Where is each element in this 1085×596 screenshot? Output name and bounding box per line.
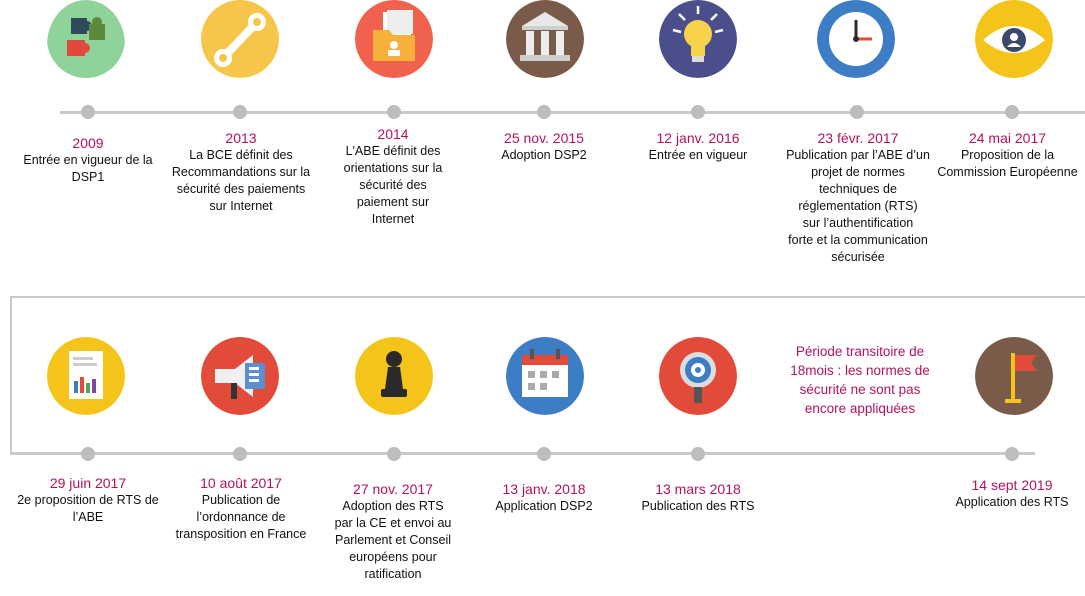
event-desc-line: Publication de bbox=[201, 493, 281, 507]
timeline-event: 14 sept 2019 Application des RTS bbox=[932, 476, 1085, 511]
event-desc-line: paiement sur bbox=[356, 195, 430, 209]
timeline-event: 13 janv. 2018 Application DSP2 bbox=[464, 480, 624, 515]
event-desc-line: l’ordonnance de bbox=[196, 510, 286, 524]
timeline-dot bbox=[691, 447, 705, 461]
event-date: 13 janv. 2018 bbox=[502, 481, 586, 497]
event-date: 2009 bbox=[72, 135, 104, 151]
timeline-event: 25 nov. 2015 Adoption DSP2 bbox=[464, 129, 624, 164]
building-icon bbox=[506, 0, 584, 78]
event-date: 24 mai 2017 bbox=[968, 130, 1047, 146]
event-date: 23 févr. 2017 bbox=[817, 130, 899, 146]
event-desc-line: Publication par l’ABE d’un bbox=[786, 148, 930, 162]
timeline-event: 13 mars 2018 Publication des RTS bbox=[618, 480, 778, 515]
timeline-track-row2 bbox=[10, 452, 1035, 455]
timeline-dot bbox=[537, 105, 551, 119]
event-desc-line: Internet bbox=[371, 212, 415, 226]
timeline-dot bbox=[387, 447, 401, 461]
timeline-event: 2013 La BCE définit des Recommandations … bbox=[161, 129, 321, 215]
event-desc-line: DSP1 bbox=[71, 170, 105, 184]
event-desc-line: Entrée en vigueur de la bbox=[23, 153, 153, 167]
event-date: 12 janv. 2016 bbox=[656, 130, 740, 146]
timeline-connector bbox=[10, 296, 12, 454]
event-desc-line: sécurisée bbox=[831, 250, 885, 264]
event-date: 14 sept 2019 bbox=[971, 477, 1053, 493]
event-desc-line: sur l’authentification bbox=[802, 216, 914, 230]
event-desc-line: sur Internet bbox=[209, 199, 273, 213]
event-date: 2013 bbox=[225, 130, 257, 146]
event-date: 29 juin 2017 bbox=[49, 475, 127, 491]
timeline-event: 12 janv. 2016 Entrée en vigueur bbox=[618, 129, 778, 164]
folder-icon bbox=[355, 0, 433, 78]
event-desc-line: par la CE et envoi au bbox=[334, 516, 452, 530]
event-desc-line: Adoption des RTS bbox=[342, 499, 444, 513]
calendar-icon bbox=[506, 337, 584, 415]
event-date: 10 août 2017 bbox=[200, 475, 282, 491]
flag-icon bbox=[975, 337, 1053, 415]
timeline-dot bbox=[1005, 447, 1019, 461]
report-icon bbox=[47, 337, 125, 415]
timeline-event: 27 nov. 2017 Adoption des RTS par la CE … bbox=[313, 480, 473, 583]
timeline-dot bbox=[233, 105, 247, 119]
event-desc-line: La BCE définit des bbox=[189, 148, 293, 162]
event-date: 13 mars 2018 bbox=[655, 481, 741, 497]
chess-pawn-icon bbox=[355, 337, 433, 415]
event-desc-line: sécurité des bbox=[359, 178, 427, 192]
event-desc-line: Entrée en vigueur bbox=[648, 148, 748, 162]
magnifier-gear-icon bbox=[659, 337, 737, 415]
event-desc-line: orientations sur la bbox=[343, 161, 443, 175]
event-desc-line: Proposition de la bbox=[960, 148, 1055, 162]
timeline-event: 10 août 2017 Publication de l’ordonnance… bbox=[161, 474, 321, 543]
event-date: 27 nov. 2017 bbox=[353, 481, 433, 497]
event-desc-line: réglementation (RTS) bbox=[798, 199, 918, 213]
event-desc-line: Parlement et Conseil bbox=[334, 533, 452, 547]
clock-icon bbox=[817, 0, 895, 78]
timeline-dot bbox=[691, 105, 705, 119]
timeline-event: 24 mai 2017 Proposition de la Commission… bbox=[930, 129, 1085, 181]
note-line: Période transitoire de bbox=[795, 344, 925, 359]
event-desc-line: ratification bbox=[364, 567, 422, 581]
timeline-event: 29 juin 2017 2e proposition de RTS de l’… bbox=[8, 474, 168, 526]
timeline-dot bbox=[537, 447, 551, 461]
event-desc-line: forte et la communication bbox=[788, 233, 928, 247]
event-desc-line: Adoption DSP2 bbox=[501, 148, 587, 162]
timeline-event: 2009 Entrée en vigueur de la DSP1 bbox=[8, 134, 168, 186]
event-desc-line: Application DSP2 bbox=[495, 499, 593, 513]
timeline-dot bbox=[1005, 105, 1019, 119]
event-desc-line: 2e proposition de RTS de bbox=[17, 493, 159, 507]
event-desc-line: Publication des RTS bbox=[641, 499, 755, 513]
event-desc-line: Application des RTS bbox=[955, 495, 1069, 509]
event-date: 2014 bbox=[377, 126, 409, 142]
event-desc-line: techniques de bbox=[819, 182, 897, 196]
timeline-connector bbox=[10, 296, 1085, 298]
timeline-track-row1 bbox=[60, 111, 1085, 114]
event-desc-line: L'ABE définit des bbox=[345, 144, 441, 158]
wrench-icon bbox=[201, 0, 279, 78]
event-desc-line: transposition en France bbox=[175, 527, 307, 541]
event-desc-line: l’ABE bbox=[72, 510, 104, 524]
transition-period-note: Période transitoire de 18mois : les norm… bbox=[780, 342, 940, 418]
timeline-event: 23 févr. 2017 Publication par l’ABE d’un… bbox=[778, 129, 938, 266]
note-line: sécurité ne sont pas bbox=[799, 382, 921, 397]
megaphone-icon bbox=[201, 337, 279, 415]
note-line: encore appliquées bbox=[804, 401, 916, 416]
timeline-dot bbox=[81, 447, 95, 461]
event-desc-line: Recommandations sur la bbox=[171, 165, 311, 179]
event-date: 25 nov. 2015 bbox=[504, 130, 584, 146]
puzzle-icon bbox=[47, 0, 125, 90]
timeline-dot bbox=[81, 105, 95, 119]
event-desc-line: européens pour bbox=[349, 550, 437, 564]
event-desc-line: Commission Européenne bbox=[937, 165, 1078, 179]
event-desc-line: projet de normes bbox=[811, 165, 905, 179]
timeline-dot bbox=[850, 105, 864, 119]
event-desc-line: sécurité des paiements bbox=[176, 182, 306, 196]
timeline-dot bbox=[233, 447, 247, 461]
lightbulb-icon bbox=[659, 0, 737, 78]
eye-icon bbox=[975, 0, 1053, 78]
note-line: 18mois : les normes de bbox=[790, 363, 930, 378]
timeline-dot bbox=[387, 105, 401, 119]
timeline-event: 2014 L'ABE définit des orientations sur … bbox=[313, 125, 473, 228]
